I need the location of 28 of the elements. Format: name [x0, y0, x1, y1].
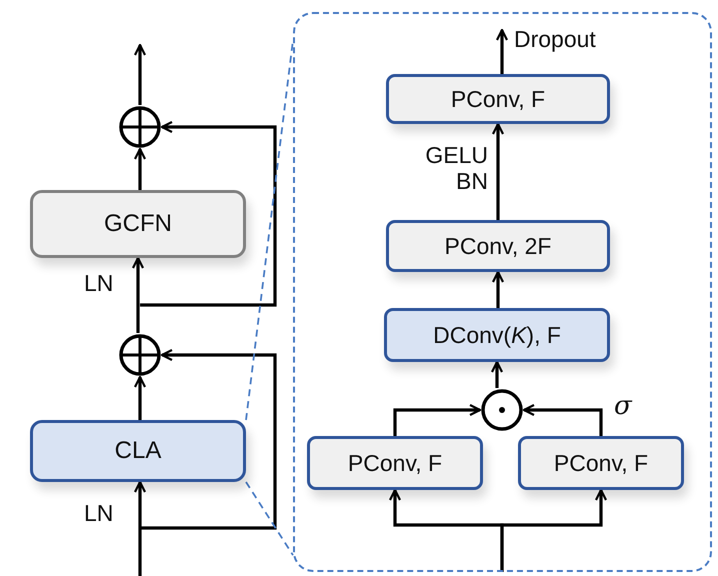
- edge-label: σ: [614, 392, 632, 422]
- process-box: PConv, 2F: [386, 220, 610, 272]
- edge-label: Dropout: [514, 26, 596, 52]
- zoom-guide-line: [245, 482, 294, 556]
- arrow: [496, 28, 508, 74]
- process-box: PConv, F: [386, 74, 610, 124]
- process-box: DConv(K), F: [384, 308, 610, 362]
- process-box: PConv, F: [307, 436, 483, 490]
- arrow: [492, 122, 504, 220]
- zoom-panel: [293, 12, 712, 572]
- edge-label: LN: [84, 270, 114, 296]
- arrow: [140, 348, 277, 530]
- edge-label: LN: [84, 500, 114, 526]
- arrow: [134, 376, 146, 420]
- edge-label: GELU BN: [424, 142, 488, 195]
- process-box: GCFN: [30, 190, 246, 258]
- arrow: [393, 404, 482, 436]
- arrow: [500, 488, 608, 572]
- arrow: [140, 120, 277, 307]
- arrow: [490, 360, 504, 388]
- arrow: [522, 404, 603, 436]
- arrow: [134, 148, 146, 190]
- arrow: [132, 256, 144, 333]
- arrow: [134, 480, 146, 576]
- process-box: CLA: [30, 420, 246, 482]
- process-box: PConv, F: [518, 436, 684, 490]
- arrow: [134, 44, 146, 105]
- arrow: [492, 270, 504, 308]
